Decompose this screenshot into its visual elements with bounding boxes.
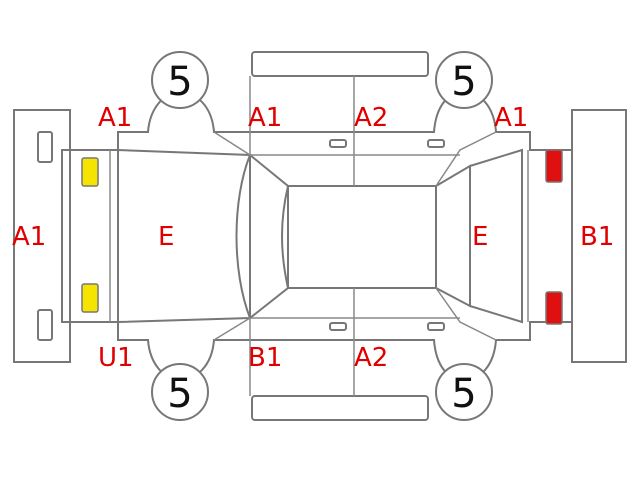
code-rear-left-door: A2 (354, 103, 388, 133)
roof-panel (281, 185, 437, 289)
front-light-bottom (81, 283, 99, 313)
tire-label-rear-right: 5 (451, 371, 476, 417)
car-body-outline (61, 90, 573, 382)
wheel-rear-left (435, 51, 493, 109)
code-rear-bumper: B1 (580, 222, 614, 252)
rear-light-bottom (545, 291, 563, 325)
code-rear-left-quarter: A1 (494, 103, 528, 133)
hood-panel (117, 148, 251, 324)
a-pillar-bottom (213, 317, 251, 341)
door-handle-tl (329, 139, 347, 148)
trunk-panel (469, 148, 523, 324)
a-pillar-top (213, 131, 251, 156)
code-rear-right-door: A2 (354, 343, 388, 373)
code-front-bumper: A1 (12, 222, 46, 252)
code-front-left-fender: A1 (98, 103, 132, 133)
front-bumper (13, 109, 71, 363)
code-hood: E (158, 222, 174, 252)
door-handle-tr (427, 139, 445, 148)
c-pillar-top (435, 131, 497, 187)
code-trunk: E (472, 222, 488, 252)
wheel-rear-right (435, 363, 493, 421)
windshield (235, 153, 289, 320)
rear-window (435, 164, 471, 308)
right-side-skirt (251, 395, 429, 421)
door-handle-bl (329, 322, 347, 331)
code-front-left-door: A1 (248, 103, 282, 133)
left-side-skirt (251, 51, 429, 77)
door-handle-br (427, 322, 445, 331)
code-front-right-fender: U1 (98, 343, 134, 373)
c-pillar-bottom (435, 287, 497, 341)
rear-light-top (545, 149, 563, 183)
front-light-top (81, 157, 99, 187)
wheel-front-right (151, 363, 209, 421)
front-bumper-slot-bottom (37, 309, 53, 341)
tire-label-front-left: 5 (167, 59, 192, 105)
front-bumper-slot-top (37, 131, 53, 163)
wheel-front-left (151, 51, 209, 109)
tire-label-front-right: 5 (167, 371, 192, 417)
tire-label-rear-left: 5 (451, 59, 476, 105)
code-front-right-door: B1 (248, 343, 282, 373)
